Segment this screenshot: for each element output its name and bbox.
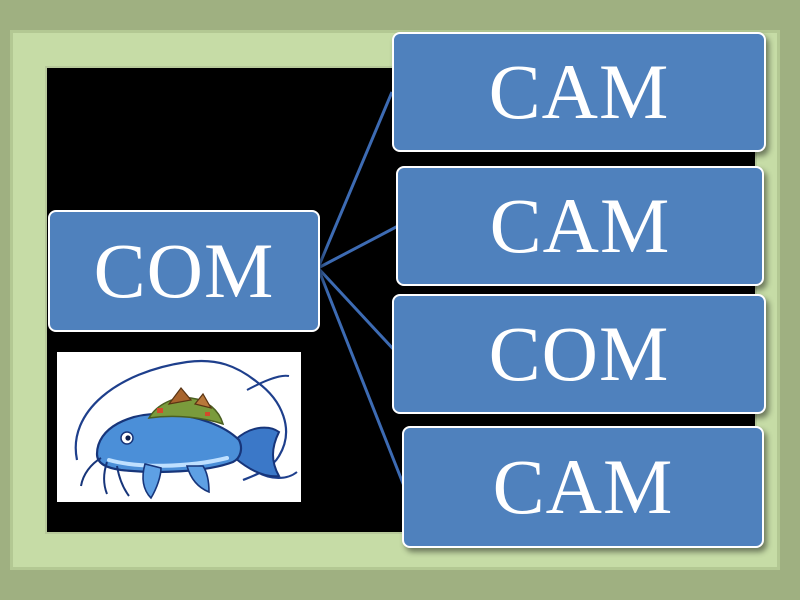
- root-node-box: COM: [48, 210, 320, 332]
- branch-label-2: CAM: [489, 182, 671, 269]
- branch-box-2: CAM: [396, 166, 764, 286]
- branch-box-1: CAM: [392, 32, 766, 152]
- catfish-illustration-icon: [74, 359, 298, 500]
- connector-line-2: [317, 224, 399, 270]
- root-node-label: COM: [93, 227, 275, 314]
- catfish-picture: [57, 352, 301, 502]
- branch-box-4: CAM: [402, 426, 764, 548]
- connector-line-1: [316, 91, 394, 269]
- branch-label-4: CAM: [492, 443, 674, 530]
- branch-label-3: COM: [488, 310, 670, 397]
- connector-line-4: [316, 267, 406, 487]
- branch-box-3: COM: [392, 294, 766, 414]
- branch-label-1: CAM: [488, 48, 670, 135]
- connector-line-3: [316, 266, 398, 354]
